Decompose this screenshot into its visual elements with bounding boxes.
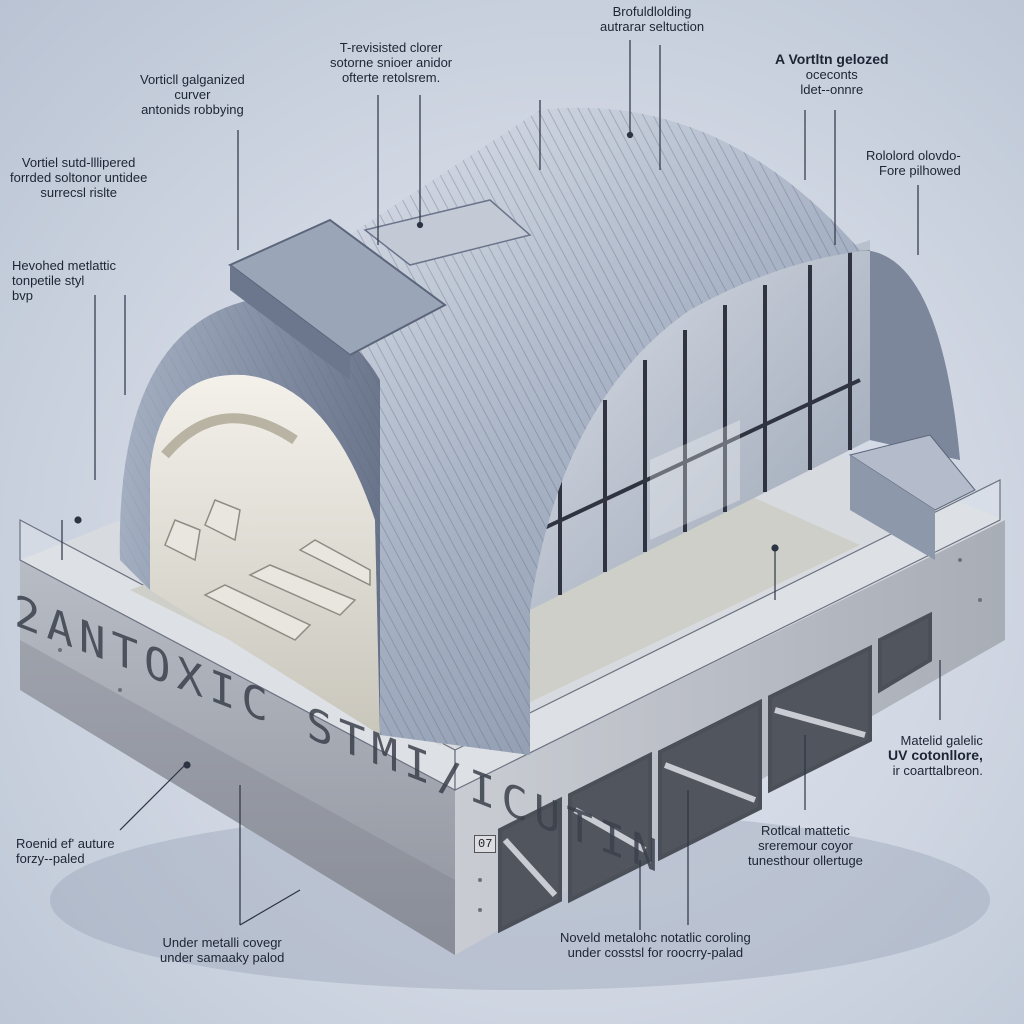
base-number-tag: 07 bbox=[474, 835, 497, 853]
vaulted-roof bbox=[119, 107, 961, 756]
callout-right-1: Rololord olovdo-Fore pilhowed bbox=[866, 148, 961, 178]
arch-interior bbox=[150, 374, 380, 735]
lounge-chairs bbox=[164, 499, 371, 641]
callout-lines bbox=[61, 40, 941, 930]
side-bench bbox=[848, 434, 976, 511]
